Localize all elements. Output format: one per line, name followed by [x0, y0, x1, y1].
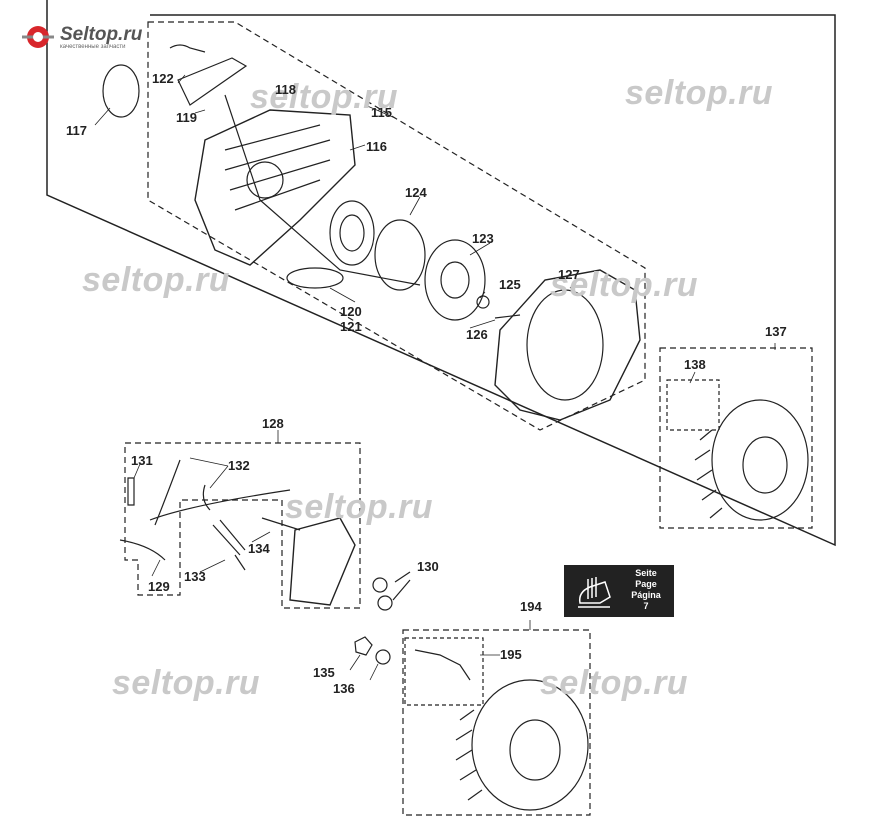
label-132: 132 — [228, 458, 250, 473]
part-129-wire — [119, 539, 166, 561]
group-194-box — [402, 629, 591, 816]
label-131: 131 — [131, 453, 153, 468]
label-126: 126 — [466, 327, 488, 342]
label-125: 125 — [499, 277, 521, 292]
watermark: seltop.ru — [540, 664, 689, 702]
frame-outline — [46, 0, 836, 547]
watermark: seltop.ru — [82, 261, 231, 299]
label-116: 116 — [366, 139, 387, 154]
part-130-washer-1 — [372, 577, 388, 593]
label-129: 129 — [148, 579, 170, 594]
part-122 — [169, 44, 206, 53]
part-130-washer-2 — [377, 595, 393, 611]
label-124: 124 — [405, 185, 427, 200]
label-134: 134 — [248, 541, 270, 556]
watermark: seltop.ru — [112, 664, 261, 702]
label-136: 136 — [333, 681, 355, 696]
part-135-nut — [354, 636, 373, 656]
part-134-screw — [261, 517, 301, 531]
label-118: 118 — [275, 82, 296, 97]
label-120: 120 — [340, 304, 362, 319]
part-194-flywheel-hub — [509, 719, 561, 781]
group-137-box — [659, 347, 813, 529]
seltop-logo[interactable]: Seltop.ru качественные запчасти — [18, 24, 142, 55]
part-126-screw — [494, 314, 521, 319]
watermark: seltop.ru — [550, 266, 699, 304]
page-reference-badge[interactable]: Seite Page Página 7 — [564, 565, 674, 617]
part-120-rope — [286, 267, 344, 289]
part-125-washer — [476, 295, 490, 309]
label-123: 123 — [472, 231, 494, 246]
group-128-box — [124, 442, 361, 609]
label-135: 135 — [313, 665, 335, 680]
page-ref-pagina: Página — [631, 590, 661, 600]
chainsaw-bar-icon — [578, 577, 611, 608]
page-ref-seite: Seite — [635, 568, 657, 578]
part-127-cover — [494, 269, 641, 421]
part-119-handle — [177, 57, 421, 286]
part-131-pin — [127, 477, 135, 506]
label-121: 121 — [340, 319, 362, 334]
part-116-hub — [246, 161, 284, 199]
page-ref-page: Page — [635, 579, 657, 589]
watermark: seltop.ru — [285, 488, 434, 526]
part-123-pulley — [424, 239, 486, 321]
label-138: 138 — [684, 357, 706, 372]
label-195: 195 — [500, 647, 522, 662]
part-ignition-module — [289, 517, 356, 606]
label-122: 122 — [152, 71, 174, 86]
group-138-box — [666, 379, 720, 431]
part-117-ring — [102, 64, 140, 118]
leader-lines-130 — [392, 571, 411, 601]
label-128: 128 — [262, 416, 284, 431]
part-195-pawl — [414, 649, 471, 681]
label-137: 137 — [765, 324, 787, 339]
part-116-fins — [224, 124, 331, 211]
part-137-flywheel — [711, 399, 809, 521]
watermark: seltop.ru — [625, 74, 774, 112]
page-ref-number: 7 — [643, 601, 649, 611]
part-137-flywheel-hub — [742, 436, 788, 494]
part-132-wires — [149, 459, 291, 526]
label-115: 115 — [371, 105, 392, 120]
logo-subtitle: качественные запчасти — [60, 44, 126, 50]
part-137-flywheel-fins — [694, 429, 723, 519]
part-136-washer — [375, 649, 391, 665]
part-194-flywheel-fins — [455, 709, 483, 801]
logo-title: Seltop.ru — [60, 24, 143, 45]
label-194: 194 — [520, 599, 542, 614]
leader-lines — [94, 74, 776, 681]
part-123-pulley-hub — [440, 261, 470, 299]
logo-fist-icon — [22, 26, 54, 48]
label-130: 130 — [417, 559, 439, 574]
watermark: seltop.ru — [250, 78, 399, 116]
part-133-spark-plug — [212, 519, 246, 571]
part-124-spring-inner — [339, 214, 365, 252]
label-119: 119 — [176, 110, 197, 125]
label-127: 127 — [558, 267, 580, 282]
part-124-spring — [329, 200, 375, 266]
part-194-flywheel — [471, 679, 589, 811]
label-133: 133 — [184, 569, 206, 584]
part-124-cover — [374, 219, 426, 291]
label-117: 117 — [66, 123, 87, 138]
part-127-cover-opening — [526, 289, 604, 401]
group-195-box — [404, 637, 484, 706]
part-116-housing — [194, 109, 356, 266]
